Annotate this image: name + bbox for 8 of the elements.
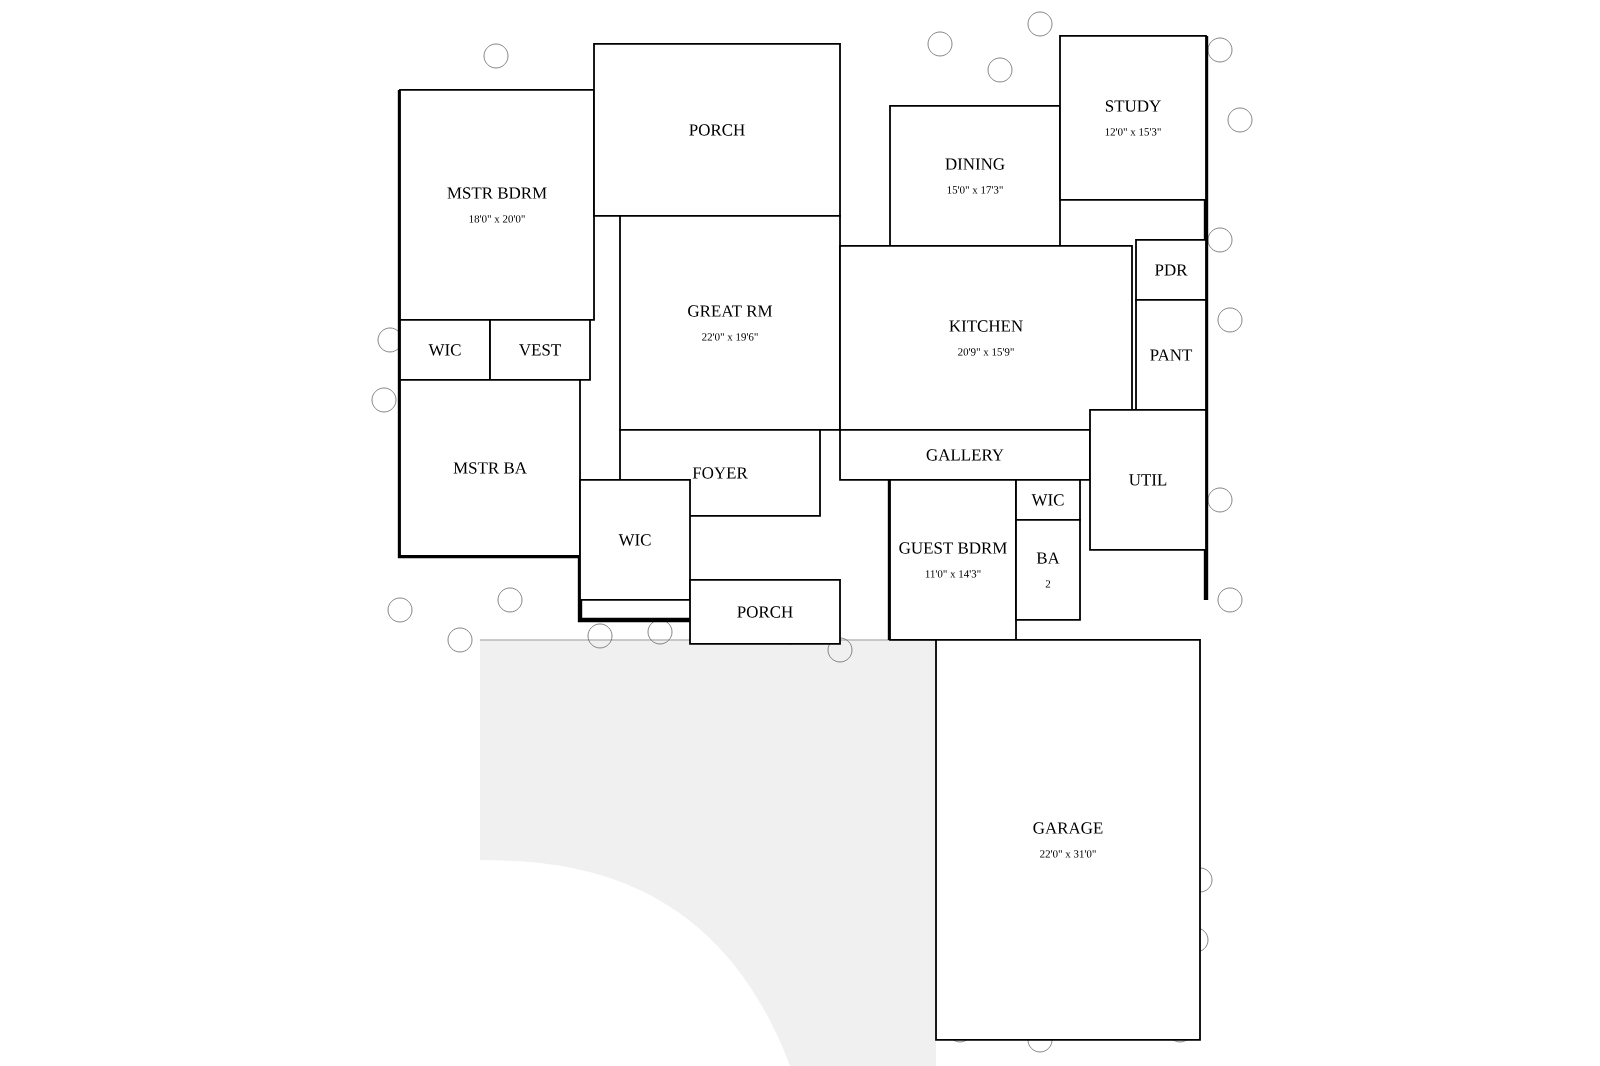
room: PORCH [593, 43, 841, 217]
room: WIC [399, 319, 491, 381]
room: PDR [1135, 239, 1207, 301]
room: WIC [579, 479, 691, 601]
room: WIC [1015, 479, 1081, 521]
room: PORCH [689, 579, 841, 645]
room: PANT [1135, 299, 1207, 411]
room: VEST [489, 319, 591, 381]
